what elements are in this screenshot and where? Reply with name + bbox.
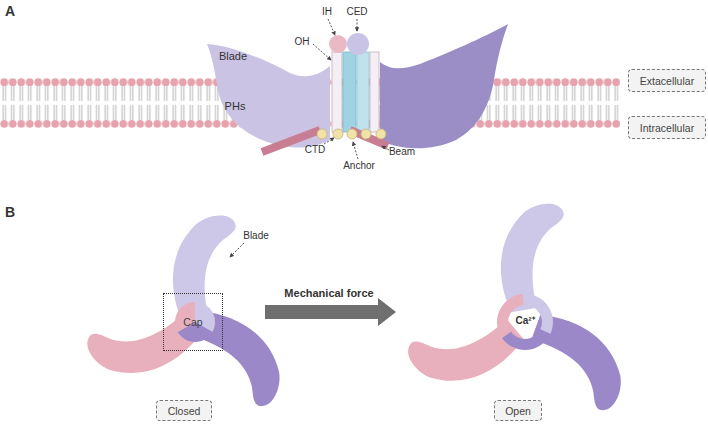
cap-box: Cap: [163, 293, 223, 351]
anchor-domain: [333, 129, 343, 139]
leader-line: [328, 19, 335, 35]
inner-helix: [343, 52, 356, 132]
part-label: IH: [322, 7, 332, 17]
right-blade: [380, 24, 508, 148]
node-text: Open: [505, 405, 531, 417]
part-label: PHs: [225, 101, 246, 112]
leader-line: [357, 19, 358, 31]
outer-helix: [332, 52, 342, 132]
region-tag: Extacellular: [628, 69, 706, 92]
anchor-domain: [347, 129, 357, 139]
leader-line: [324, 138, 334, 144]
part-label: OH: [295, 37, 310, 47]
blade-shape: [517, 311, 637, 414]
node-text: Cap: [183, 316, 202, 328]
part-label: Beam: [389, 147, 415, 157]
ih-domain: [329, 35, 347, 53]
part-label: Anchor: [343, 161, 375, 171]
part-label: CTD: [305, 145, 326, 155]
node-text: Extacellular: [640, 75, 694, 87]
leader-line: [382, 146, 389, 150]
part-label: Blade: [219, 51, 247, 62]
leader-line: [313, 44, 331, 60]
node-text: Closed: [168, 405, 201, 417]
state-tag: Open: [494, 400, 542, 421]
leader-line: [353, 142, 358, 159]
anchor-domain: [376, 129, 386, 139]
process-label: Mechanical force: [284, 288, 373, 299]
force-arrow: [265, 298, 396, 326]
anchor-domain: [361, 129, 371, 139]
ced-domain: [347, 33, 369, 55]
cap-piece: [168, 300, 204, 332]
open-channel: [402, 201, 637, 414]
node-text: Intracellular: [640, 122, 694, 134]
closed-channel: [81, 213, 295, 410]
panel-letter: A: [5, 4, 15, 18]
cap-piece: [527, 294, 554, 334]
outer-helix: [370, 52, 379, 132]
cap-piece: [487, 292, 535, 335]
leader-line: [230, 243, 244, 257]
state-tag: Closed: [156, 400, 212, 421]
panel-letter: B: [5, 205, 15, 219]
anchor-domain: [317, 129, 327, 139]
part-label: Blade: [243, 231, 269, 241]
ion-label: Ca²⁺: [515, 316, 534, 326]
part-label: CED: [346, 7, 367, 17]
inner-helix: [357, 52, 369, 132]
blade-shape: [176, 307, 296, 410]
region-tag: Intracellular: [628, 116, 706, 139]
